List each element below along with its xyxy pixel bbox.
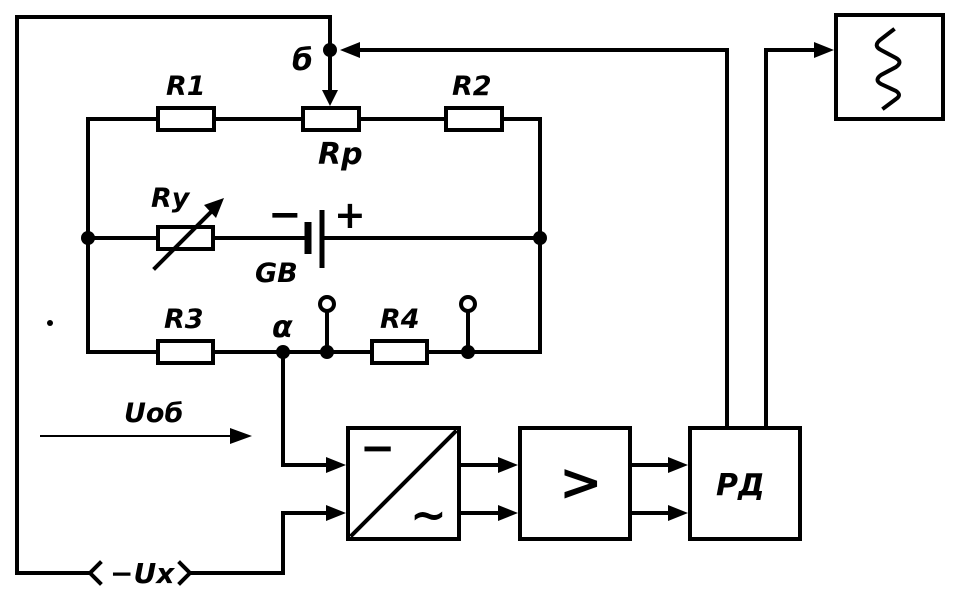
label-u-ob: Uоб	[124, 398, 183, 429]
label-battery-minus: −	[268, 192, 302, 238]
feedback-wire	[15, 15, 332, 575]
terminal-1-dot	[320, 345, 334, 359]
resistor-r1	[156, 106, 216, 132]
resistor-r2	[444, 106, 504, 132]
label-r2: R2	[452, 71, 492, 102]
conv-amp-arrow-2	[498, 505, 518, 521]
label-ry: Rу	[151, 183, 191, 214]
amp-rd-arrow-1	[668, 457, 688, 473]
label-rp: Rр	[318, 137, 363, 172]
label-rd: РД	[716, 468, 765, 503]
converter-input-arrow-1	[326, 457, 346, 473]
variable-arrow-shaft	[152, 205, 218, 271]
slider-arrow	[322, 90, 338, 106]
variable-arrow-head	[204, 198, 224, 218]
rd-box	[688, 426, 802, 541]
junction-left-dot	[81, 231, 95, 245]
ux-left-bracket	[87, 560, 103, 586]
label-gb: GB	[255, 258, 298, 289]
rd-to-slider-wire	[356, 48, 729, 430]
rd-to-recorder-wire	[764, 48, 820, 430]
label-r4: R4	[380, 304, 420, 335]
converter-input-arrow-2	[326, 505, 346, 521]
label-battery-plus: +	[334, 193, 366, 237]
label-u-x: −Uх	[110, 557, 175, 590]
label-r1: R1	[166, 71, 206, 102]
terminal-2	[459, 295, 477, 313]
label-node-b: б	[292, 43, 313, 78]
converter-dc-symbol: −	[360, 423, 395, 472]
ux-to-converter-wire	[188, 511, 332, 575]
converter-diagonal	[349, 429, 458, 538]
slider-feedback-arrow	[340, 42, 360, 58]
stray-dot	[47, 320, 53, 326]
terminal-2-dot	[461, 345, 475, 359]
junction-right-dot	[533, 231, 547, 245]
conv-amp-arrow-1	[498, 457, 518, 473]
amplifier-box	[518, 426, 632, 541]
ux-right-bracket	[177, 560, 193, 586]
recorder-input-arrow	[814, 42, 834, 58]
node-a-to-converter-wire	[281, 350, 332, 467]
amp-rd-arrow-2	[668, 505, 688, 521]
resistor-rp	[301, 106, 361, 132]
node-b-dot	[323, 43, 337, 57]
recorder-trace-icon	[874, 27, 902, 111]
amplifier-symbol: >	[559, 453, 603, 513]
converter-ac-symbol: ~	[410, 490, 447, 541]
label-node-a: α	[272, 310, 293, 345]
label-r3: R3	[164, 304, 204, 335]
terminal-1	[318, 295, 336, 313]
u-ob-arrow-head	[230, 428, 252, 444]
resistor-r3	[156, 339, 215, 365]
resistor-r4	[370, 339, 429, 365]
